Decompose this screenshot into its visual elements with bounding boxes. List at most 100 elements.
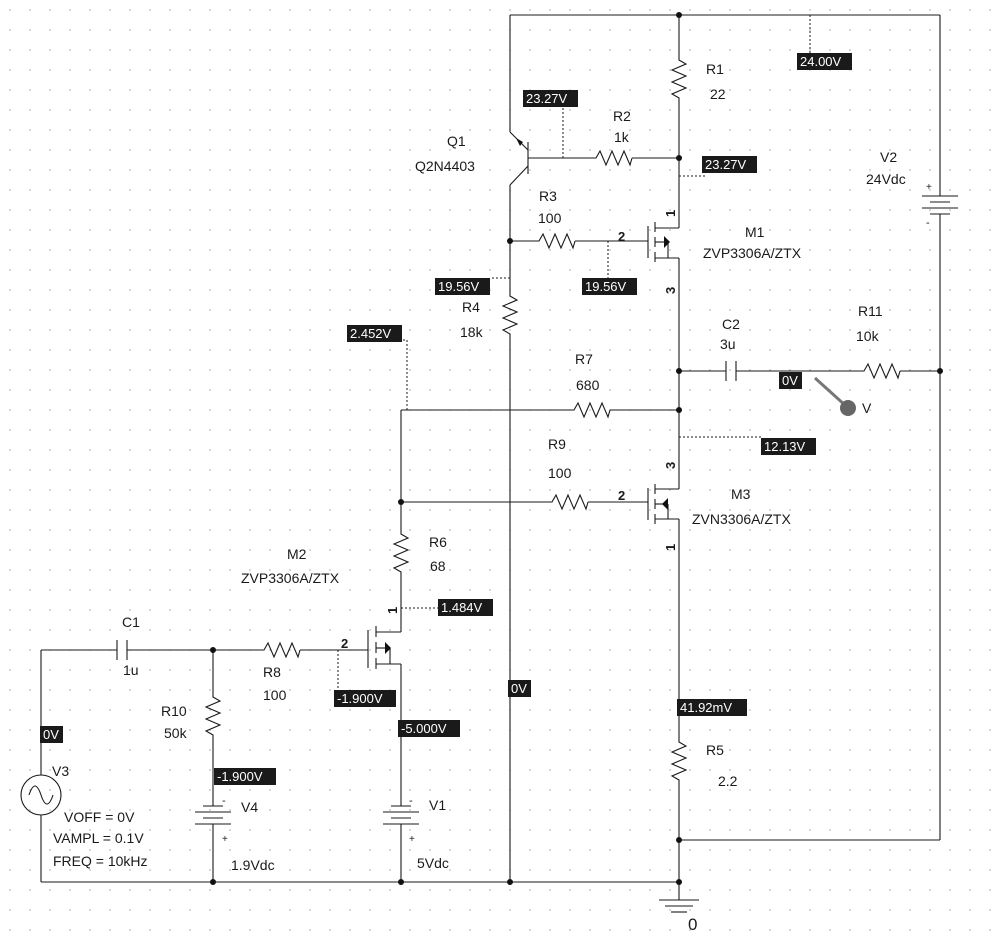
r7-ref: R7 bbox=[575, 351, 593, 367]
svg-text:2.452V: 2.452V bbox=[350, 326, 392, 341]
r4-value: 18k bbox=[460, 324, 484, 340]
svg-text:19.56V: 19.56V bbox=[438, 279, 480, 294]
wires bbox=[40, 14, 941, 900]
r4-ref: R4 bbox=[462, 299, 480, 315]
resistor-r10[interactable] bbox=[204, 693, 222, 737]
m1-model: ZVP3306A/ZTX bbox=[703, 245, 802, 261]
r1-value: 22 bbox=[710, 86, 726, 102]
r2-ref: R2 bbox=[613, 108, 631, 124]
v2-value: 24Vdc bbox=[866, 171, 906, 187]
m3-pin-1: 1 bbox=[663, 544, 678, 551]
probe-leaders bbox=[337, 15, 811, 692]
voltage-readout: 2.452V bbox=[347, 325, 402, 342]
m3-model: ZVN3306A/ZTX bbox=[692, 511, 791, 527]
resistor-r7[interactable] bbox=[570, 401, 611, 419]
resistor-r5[interactable] bbox=[670, 738, 688, 786]
r9-value: 100 bbox=[548, 465, 572, 481]
m1-pin-1: 1 bbox=[663, 210, 678, 217]
r7-value: 680 bbox=[576, 377, 600, 393]
r1-ref: R1 bbox=[706, 61, 724, 77]
voltage-readout: 23.27V bbox=[702, 156, 757, 173]
battery-v1[interactable] bbox=[383, 800, 419, 836]
mosfet-m2[interactable] bbox=[367, 618, 402, 672]
svg-text:-5.000V: -5.000V bbox=[401, 721, 447, 736]
junctions bbox=[210, 12, 943, 885]
svg-text:-1.900V: -1.900V bbox=[337, 691, 383, 706]
resistor-r3[interactable] bbox=[535, 232, 576, 250]
sine-source-v3[interactable] bbox=[20, 774, 62, 816]
c2-value: 3u bbox=[720, 336, 736, 352]
r11-ref: R11 bbox=[858, 303, 883, 319]
m3-pin-2: 2 bbox=[618, 488, 625, 503]
svg-text:19.56V: 19.56V bbox=[585, 279, 627, 294]
mosfet-m1[interactable] bbox=[647, 222, 679, 262]
v3-voff: VOFF = 0V bbox=[64, 809, 135, 825]
capacitor-c1[interactable] bbox=[116, 640, 128, 660]
transistor-q1[interactable] bbox=[509, 131, 529, 186]
voltage-readout: 0V bbox=[40, 726, 63, 743]
voltage-readout: 0V bbox=[779, 372, 802, 389]
v3-freq: FREQ = 10kHz bbox=[53, 853, 148, 869]
svg-text:24.00V: 24.00V bbox=[800, 54, 842, 69]
voltage-readout: 23.27V bbox=[523, 90, 578, 107]
svg-text:-1.900V: -1.900V bbox=[217, 769, 263, 784]
voltage-readout: 24.00V bbox=[797, 53, 852, 70]
voltage-readout: -1.900V bbox=[214, 768, 276, 785]
v2-ref: V2 bbox=[880, 149, 897, 165]
v3-vampl: VAMPL = 0.1V bbox=[53, 830, 144, 846]
voltage-probe-marker[interactable]: V bbox=[813, 376, 872, 416]
ground-symbol bbox=[659, 899, 699, 913]
battery-v4[interactable] bbox=[195, 800, 231, 836]
r10-value: 50k bbox=[164, 725, 188, 741]
r5-value: 2.2 bbox=[718, 773, 738, 789]
r5-ref: R5 bbox=[706, 742, 724, 758]
v4-plus-mark: + bbox=[222, 834, 228, 845]
resistor-r9[interactable] bbox=[548, 493, 589, 511]
resistor-r11[interactable] bbox=[860, 362, 901, 380]
voltage-readout: -1.900V bbox=[334, 690, 396, 707]
r11-value: 10k bbox=[856, 328, 880, 344]
r3-ref: R3 bbox=[539, 188, 557, 204]
probe-label: V bbox=[862, 400, 872, 416]
v4-ref: V4 bbox=[241, 799, 258, 815]
v4-value: 1.9Vdc bbox=[231, 857, 275, 873]
resistor-r4[interactable] bbox=[501, 292, 519, 336]
capacitor-c2[interactable] bbox=[725, 361, 737, 381]
m3-ref: M3 bbox=[731, 486, 751, 502]
m2-model: ZVP3306A/ZTX bbox=[241, 570, 340, 586]
m3-pin-3: 3 bbox=[663, 462, 678, 469]
svg-text:12.13V: 12.13V bbox=[764, 439, 806, 454]
resistor-r1[interactable] bbox=[670, 56, 688, 100]
mosfet-m3[interactable] bbox=[647, 473, 680, 537]
resistor-r8[interactable] bbox=[260, 641, 301, 659]
m1-pin-3: 3 bbox=[663, 287, 678, 294]
voltage-readout: 41.92mV bbox=[677, 699, 747, 716]
q1-model: Q2N4403 bbox=[415, 158, 475, 174]
r9-ref: R9 bbox=[548, 436, 566, 452]
v1-plus-mark: + bbox=[409, 834, 415, 845]
m2-pin-1: 1 bbox=[385, 607, 400, 614]
r8-value: 100 bbox=[263, 687, 287, 703]
r3-value: 100 bbox=[538, 210, 562, 226]
r2-value: 1k bbox=[614, 129, 630, 145]
resistor-r6[interactable] bbox=[392, 530, 410, 575]
c1-value: 1u bbox=[123, 662, 139, 678]
resistor-r2[interactable] bbox=[592, 149, 633, 167]
battery-v2[interactable] bbox=[922, 182, 958, 236]
voltage-readout: 19.56V bbox=[582, 278, 637, 295]
component-labels: R1 22 R2 1k Q1 Q2N4403 R3 100 M1 ZVP3306… bbox=[52, 61, 906, 934]
r6-ref: R6 bbox=[429, 534, 447, 550]
m1-ref: M1 bbox=[745, 224, 765, 240]
voltage-readouts: 24.00V 23.27V 23.27V 19.56V 19.56V 2.452… bbox=[40, 53, 852, 785]
voltage-readout: -5.000V bbox=[398, 720, 460, 737]
v2-minus-mark: - bbox=[926, 217, 930, 229]
svg-text:0V: 0V bbox=[43, 727, 59, 742]
v4-minus-mark: - bbox=[222, 795, 226, 807]
svg-text:0V: 0V bbox=[511, 681, 527, 696]
q1-ref: Q1 bbox=[447, 133, 466, 149]
v3-ref: V3 bbox=[52, 763, 69, 779]
voltage-readout: 1.484V bbox=[438, 599, 493, 616]
c1-ref: C1 bbox=[122, 614, 140, 630]
pin-numbers: 1 2 3 3 2 1 1 2 bbox=[341, 210, 678, 651]
